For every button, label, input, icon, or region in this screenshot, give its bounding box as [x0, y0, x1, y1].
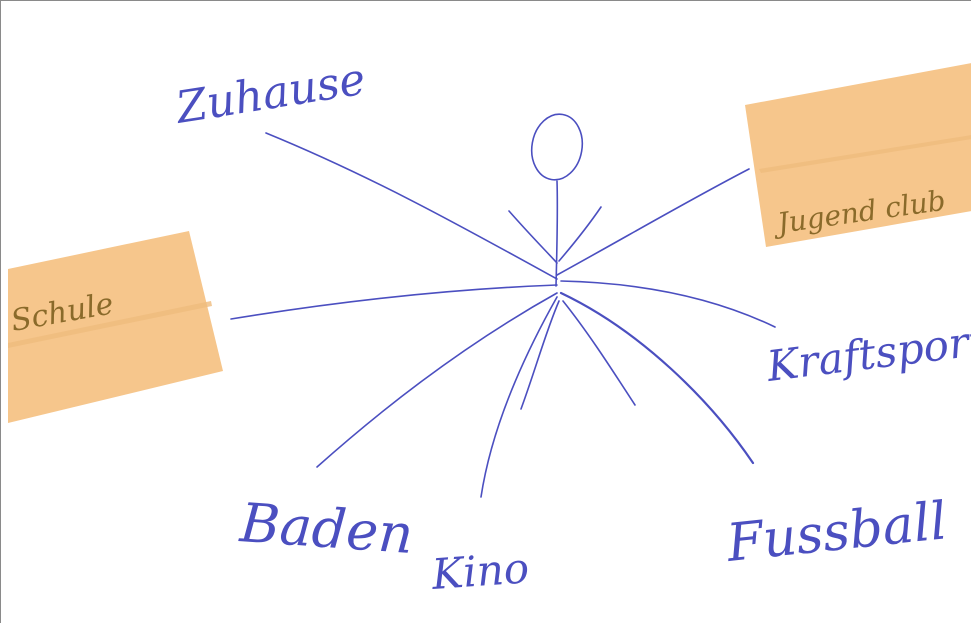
- branch-kino: [481, 297, 557, 497]
- branch-kraftsport: [561, 281, 775, 327]
- branch-fussball: [561, 293, 753, 463]
- sticky-note-jugendclub: Jugend club: [745, 63, 971, 247]
- node-label-baden: Baden: [237, 491, 415, 566]
- node-label-zuhause: Zuhause: [171, 54, 369, 134]
- branch-baden: [317, 293, 557, 467]
- branch-schule: [231, 285, 557, 319]
- sticky-note-schule: Schule: [8, 231, 223, 423]
- branch-zuhause: [266, 133, 557, 279]
- branch-jugendclub: [557, 169, 749, 275]
- node-label-fussball: Fussball: [723, 491, 950, 574]
- branch-fussball-2: [563, 301, 635, 405]
- node-label-kraftsport: Kraftsport: [763, 316, 971, 392]
- mind-map-branches: [231, 133, 775, 497]
- node-label-kino: Kino: [429, 543, 530, 599]
